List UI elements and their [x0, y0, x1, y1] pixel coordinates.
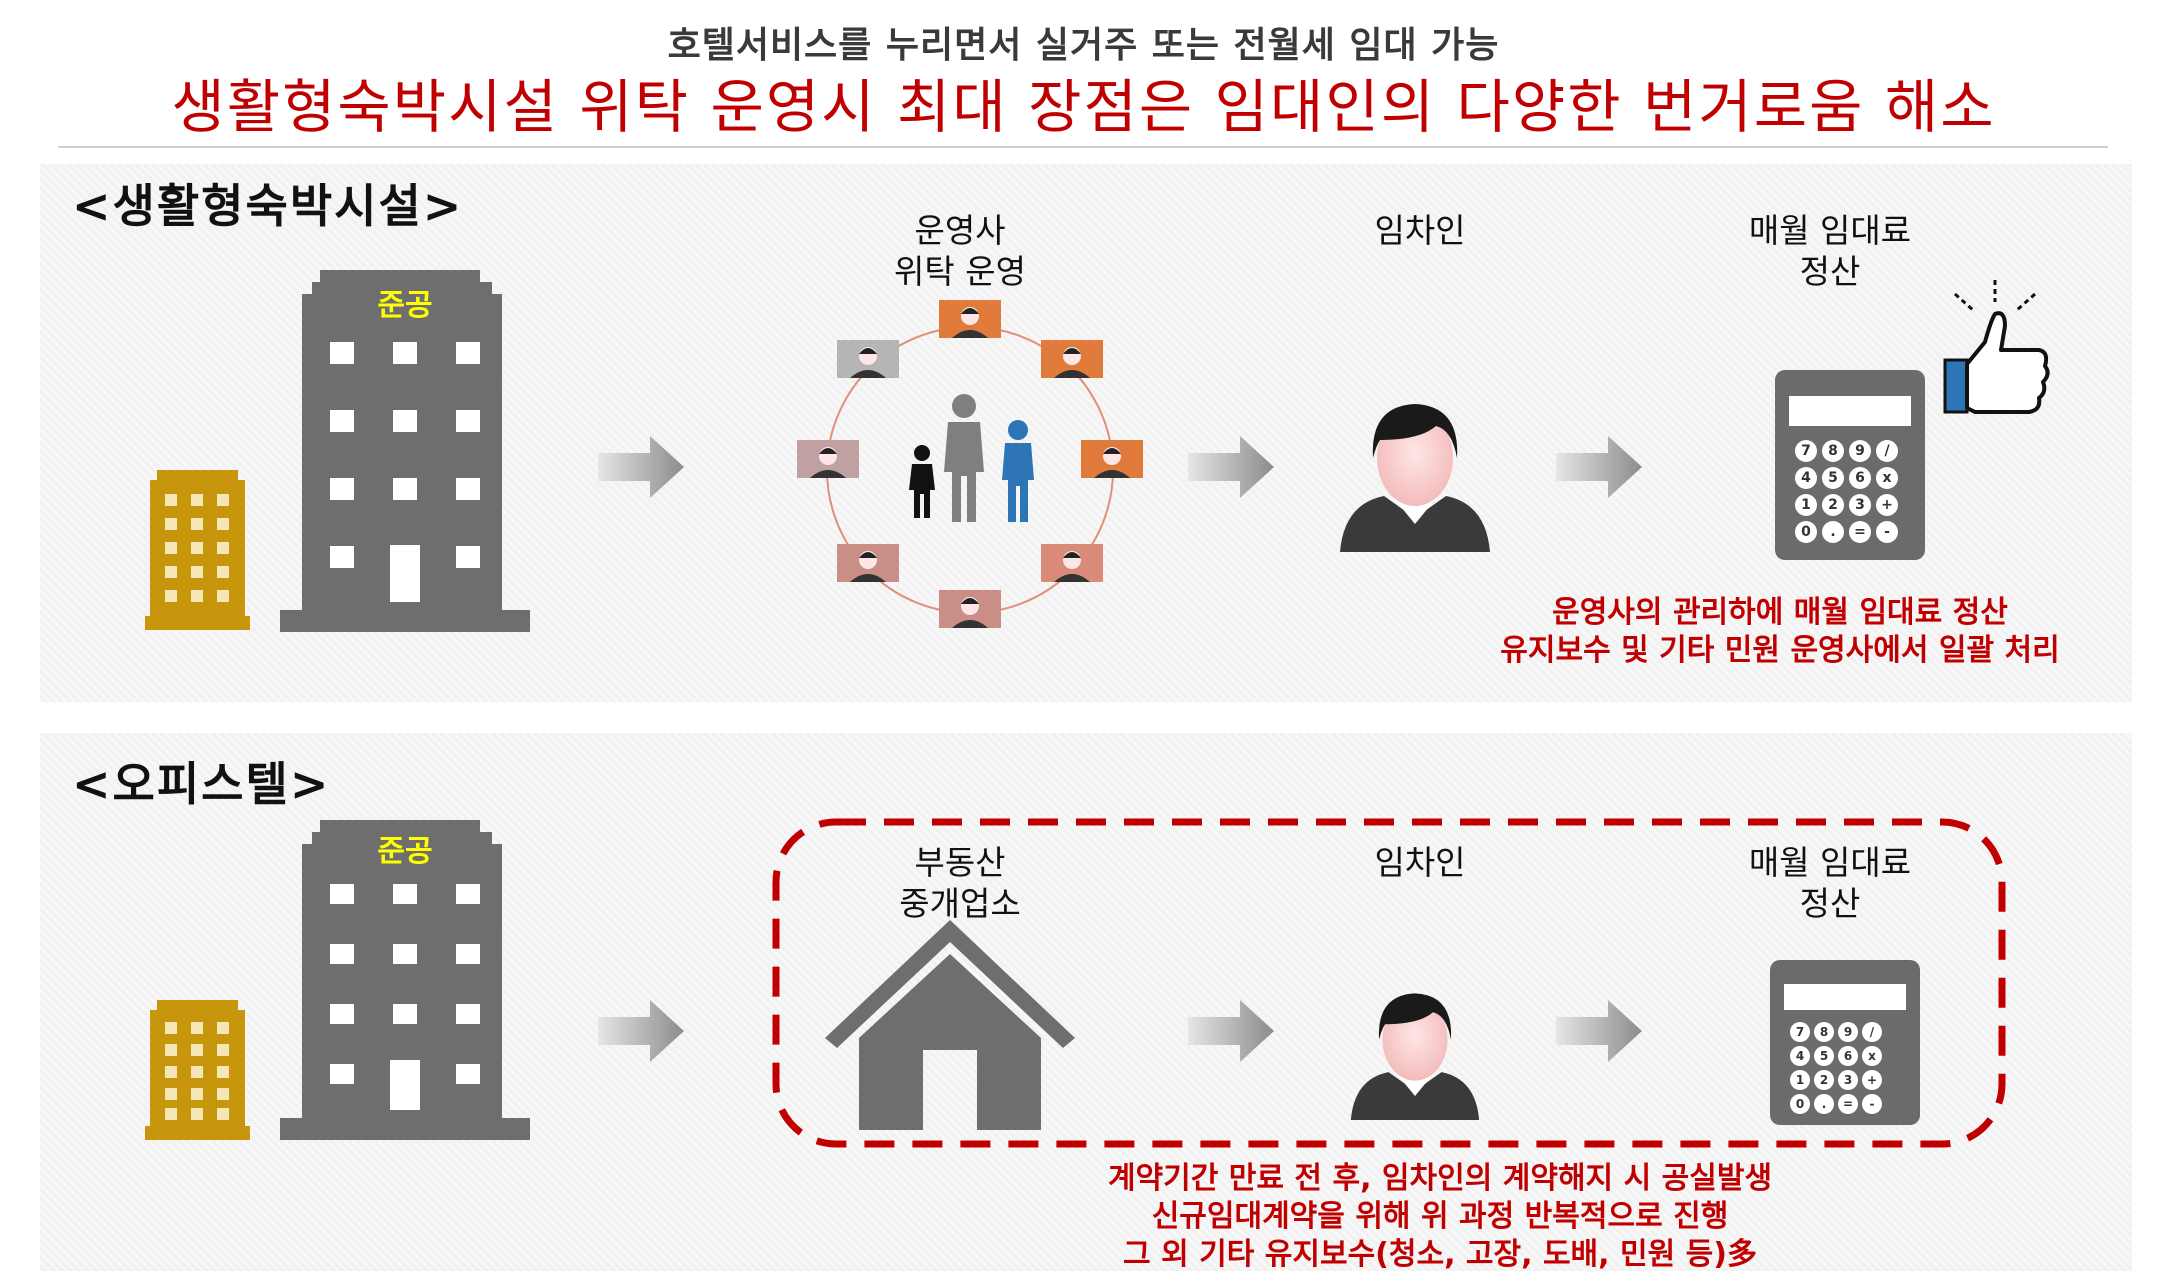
calculator-key: 2 [1814, 1070, 1834, 1090]
officetel-issue-note: 계약기간 만료 전 후, 임차인의 계약해지 시 공실발생 [1107, 1161, 1773, 1196]
monthly-rent-sublabel: 정산 [1799, 884, 1861, 923]
calculator-key: 8 [1814, 1022, 1834, 1042]
flow-arrow-icon [598, 1000, 684, 1062]
calculator-key: + [1876, 494, 1898, 516]
calculator-key: = [1849, 521, 1871, 543]
tenant-label: 임차인 [1374, 211, 1466, 250]
officetel-issue-note: 그 외 기타 유지보수(청소, 고장, 도배, 민원 등)多 [1123, 1237, 1757, 1272]
avatar-card-icon [837, 544, 899, 582]
calculator-key: 3 [1849, 494, 1871, 516]
calculator-key: 6 [1849, 467, 1871, 489]
calculator-key: x [1876, 467, 1898, 489]
officetel-issue-note: 신규임대계약을 위해 위 과정 반복적으로 진행 [1151, 1199, 1729, 1234]
calculator-key: / [1862, 1022, 1882, 1042]
operator-sublabel: 위탁 운영 [894, 252, 1026, 291]
monthly-rent-label: 매월 임대료 [1748, 211, 1912, 250]
monthly-rent-sublabel: 정산 [1799, 252, 1861, 291]
calculator-key: 0 [1790, 1094, 1810, 1114]
calculator-display [1784, 984, 1906, 1010]
flow-arrow-icon [1556, 436, 1642, 498]
calculator-key: 4 [1795, 467, 1817, 489]
small-building-icon [145, 1000, 250, 1140]
house-icon [825, 920, 1075, 1130]
small-building-icon [145, 470, 250, 630]
calculator-key: - [1862, 1094, 1882, 1114]
calculator-key: - [1876, 521, 1898, 543]
calculator-key: 7 [1790, 1022, 1810, 1042]
operator-benefit-note: 운영사의 관리하에 매월 임대료 정산 [1552, 595, 2008, 630]
family-icon [909, 394, 1034, 522]
agency-label: 부동산 [914, 843, 1006, 882]
avatar-card-icon [837, 340, 899, 378]
avatar-card-icon [939, 300, 1001, 338]
flow-arrow-icon [598, 436, 684, 498]
calculator-key: 5 [1814, 1046, 1834, 1066]
operator-label: 운영사 [914, 211, 1006, 250]
operator-benefit-note: 유지보수 및 기타 민원 운영사에서 일괄 처리 [1500, 633, 2060, 668]
calculator-key: 7 [1795, 440, 1817, 462]
header-divider [58, 146, 2108, 148]
calculator-key: 2 [1822, 494, 1844, 516]
operator-network-icon [797, 300, 1143, 628]
calculator-key: 9 [1838, 1022, 1858, 1042]
tenant-avatar-icon [1350, 993, 1480, 1120]
calculator-key: 1 [1795, 494, 1817, 516]
calculator-key: 3 [1838, 1070, 1858, 1090]
flow-arrow-icon [1188, 436, 1274, 498]
tenant-label: 임차인 [1374, 843, 1466, 882]
monthly-rent-label: 매월 임대료 [1748, 843, 1912, 882]
completion-badge: 준공 [377, 288, 433, 323]
tenant-avatar-icon [1340, 404, 1490, 552]
calculator-key: 9 [1849, 440, 1871, 462]
calculator-display [1789, 396, 1911, 426]
panel-serviced-residence-title: <생활형숙박시설> [72, 179, 464, 233]
calculator-key: 1 [1790, 1070, 1810, 1090]
calculator-key: x [1862, 1046, 1882, 1066]
calculator-key: / [1876, 440, 1898, 462]
completed-building-icon [280, 270, 530, 632]
calculator-key: 8 [1822, 440, 1844, 462]
avatar-card-icon [1081, 440, 1143, 478]
calculator-key: 4 [1790, 1046, 1810, 1066]
calculator-key: . [1822, 521, 1844, 543]
page-title: 생활형숙박시설 위탁 운영시 최대 장점은 임대인의 다양한 번거로움 해소 [171, 73, 1996, 141]
calculator-key: 0 [1795, 521, 1817, 543]
avatar-card-icon [939, 590, 1001, 628]
flow-arrow-icon [1188, 1000, 1274, 1062]
thumbs-up-icon [1943, 280, 2050, 414]
agency-sublabel: 중개업소 [899, 884, 1021, 923]
completed-building-icon [280, 820, 530, 1140]
avatar-card-icon [797, 440, 859, 478]
calculator-key: + [1862, 1070, 1882, 1090]
avatar-card-icon [1041, 340, 1103, 378]
flow-arrow-icon [1556, 1000, 1642, 1062]
calculator-key: = [1838, 1094, 1858, 1114]
calculator-key: 5 [1822, 467, 1844, 489]
repeat-process-box [772, 818, 2006, 1148]
panel-officetel-title: <오피스텔> [72, 757, 331, 811]
calculator-key: 6 [1838, 1046, 1858, 1066]
avatar-card-icon [1041, 544, 1103, 582]
page-subtitle: 호텔서비스를 누리면서 실거주 또는 전월세 임대 가능 [667, 25, 1500, 66]
completion-badge: 준공 [377, 834, 433, 869]
calculator-key: . [1814, 1094, 1834, 1114]
